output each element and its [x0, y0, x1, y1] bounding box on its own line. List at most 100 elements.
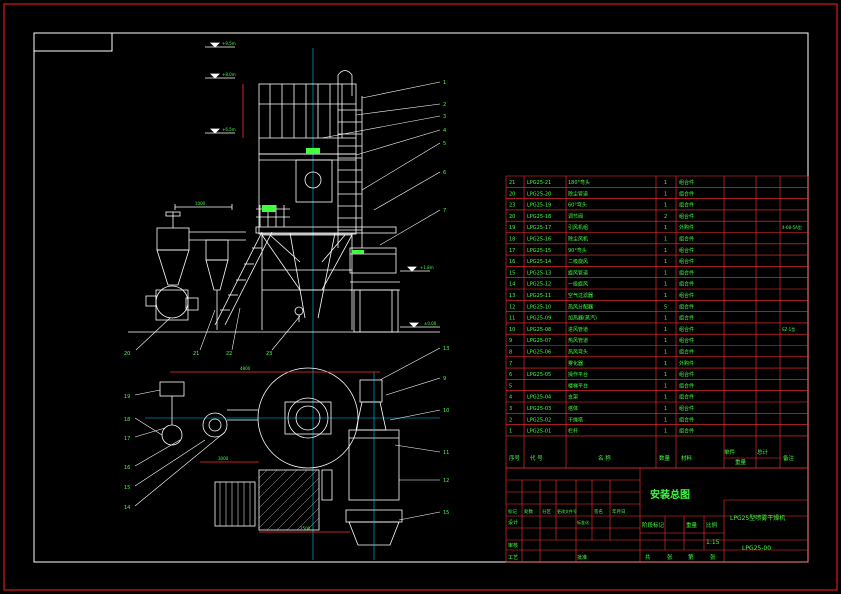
bom-cell-name: 60°弯头 — [568, 202, 587, 209]
bom-cell-name: 除尘风机 — [568, 236, 588, 243]
air-filter-stand — [353, 289, 399, 333]
bom-cell-name: 操作平台 — [568, 371, 588, 378]
bom-header: 序号 代 号 名 称 数量 材料 单件 总计 重量 备注 — [509, 448, 795, 466]
callout-19: 19 — [124, 394, 130, 400]
bom-cell-qty: 1 — [664, 429, 667, 435]
sheet-label: 张 — [667, 553, 673, 561]
bom-cell-no: 7 — [509, 361, 512, 367]
bom-cell-code: LPG25-17 — [527, 225, 551, 231]
bom-cell-qty: 1 — [664, 372, 667, 378]
callout-22: 22 — [226, 351, 232, 357]
title-block-lines — [505, 467, 809, 563]
bom-cell-material: 组合件 — [679, 349, 694, 356]
bom-cell-material: 外购件 — [679, 360, 694, 367]
bom-cell-name: 热风弯头 — [568, 349, 588, 356]
bom-cell-name: 180°弯头 — [568, 179, 590, 186]
bom-cell-code: LPG25-21 — [527, 180, 551, 186]
bom-cell-code: LPG25-08 — [527, 327, 551, 333]
heater-box — [349, 247, 397, 274]
bom-cell-material: 组合件 — [679, 292, 694, 299]
bom-cell-no: 17 — [509, 248, 515, 254]
plan-tower-outline — [257, 367, 359, 469]
callout-5: 5 — [443, 141, 446, 147]
callout-1: 1 — [443, 80, 446, 86]
bom-cell-qty: 1 — [664, 293, 667, 299]
foundation-hatch-pattern — [258, 469, 320, 531]
elevation-label-top: +9.5m — [222, 41, 236, 46]
sign-process: 工艺 — [508, 555, 518, 561]
bom-header-code: 代 号 — [530, 454, 543, 462]
bom-cell-no: 1 — [509, 429, 512, 435]
bom-cell-qty: 1 — [664, 350, 667, 356]
callout-15r: 15 — [443, 510, 449, 516]
bom-cell-qty: 1 — [664, 259, 667, 265]
title-block: 安装总图 LPG25型喷雾干燥机 LPG25-00 阶段标记 重量 比例 1:1… — [505, 467, 809, 563]
bom-cell-qty: 1 — [664, 237, 667, 243]
callout-15: 15 — [124, 485, 130, 491]
bom-cell-no: 9 — [509, 338, 512, 344]
bom-cell-material: 组合件 — [679, 281, 694, 288]
bom-cell-name: 热风分配器 — [568, 303, 593, 310]
bom-cell-material: 组合件 — [679, 269, 694, 276]
bom-cell-code: LPG25-13 — [527, 270, 551, 276]
callout-numbers-right: 1 2 3 4 5 6 7 13 9 10 11 12 15 — [443, 80, 449, 516]
callout-6: 6 — [443, 170, 446, 176]
bom-cell-material: 组合件 — [679, 394, 694, 401]
foundation-left — [214, 481, 256, 527]
dim-label-plan-bottom: 2500 — [300, 526, 311, 531]
bom-cell-material: 组合件 — [679, 337, 694, 344]
bom-cell-code: LPG25-12 — [527, 282, 551, 288]
callout-20: 20 — [124, 351, 130, 357]
bom-cell-qty: 1 — [664, 406, 667, 412]
drawing-title: 安装总图 — [650, 488, 690, 501]
bom-cell-material: 组合件 — [679, 326, 694, 333]
callout-23: 23 — [266, 351, 272, 357]
bom-cell-remark: 4-68-5A型 — [782, 224, 802, 230]
bom-header-no: 序号 — [509, 454, 521, 462]
bom-cell-qty: 1 — [664, 180, 667, 186]
bom-cell-name: 雾化器 — [568, 360, 583, 367]
callout-numbers-left: 20 21 22 23 19 18 17 16 15 14 — [124, 351, 272, 511]
drying-chamber-cone — [261, 234, 353, 291]
bom-header-material: 材料 — [681, 454, 693, 462]
bom-cell-material: 组合件 — [679, 236, 694, 243]
bom-cell-no: 23 — [509, 203, 515, 209]
rev-col-count: 处数 — [524, 508, 533, 515]
bom-cell-no: 4 — [509, 395, 512, 401]
dim-label-top: 1000 — [195, 201, 206, 206]
filter-bags — [259, 84, 356, 139]
rev-col-date: 年月日 — [612, 508, 626, 515]
elevation-label-ground: ±0.00 — [424, 321, 437, 326]
bom-cell-qty: 1 — [664, 361, 667, 367]
bottom-outlet — [294, 306, 304, 316]
bom-cell-code: LPG25-14 — [527, 259, 551, 265]
bom-cell-name: 引风机组 — [568, 224, 588, 231]
second-cyclone — [205, 239, 229, 330]
bom-cell-name: 栏杆 — [568, 428, 578, 435]
bom-cell-code: LPG25-07 — [527, 338, 551, 344]
title-block-text: 安装总图 LPG25型喷雾干燥机 LPG25-00 阶段标记 重量 比例 1:1… — [508, 488, 785, 561]
sheet-label-2: 张 — [710, 553, 716, 561]
sign-standard: 标准化 — [577, 519, 589, 525]
bom-cell-code: LPG25-06 — [527, 350, 551, 356]
bom-cell-qty: 1 — [664, 417, 667, 423]
bom-cell-material: 组合件 — [679, 303, 694, 310]
bom-cell-name: 塔体 — [568, 405, 578, 412]
tower-top-housing — [258, 83, 357, 155]
sheet-of: 第 — [688, 553, 694, 561]
foundation-hatched — [258, 469, 320, 531]
bom-cell-name: 二级旋风 — [568, 258, 588, 265]
bom-cell-no: 12 — [509, 304, 515, 310]
bom-cell-code: LPG25-02 — [527, 417, 551, 423]
bom-cell-code: LPG25-19 — [527, 203, 551, 209]
bom-cell-material: 组合件 — [679, 213, 694, 220]
bom-cell-code: LPG25-15 — [527, 248, 551, 254]
drawing-name: LPG25型喷雾干燥机 — [730, 514, 785, 522]
bom-cell-no: 16 — [509, 259, 515, 265]
bom-cell-code: LPG25-01 — [527, 429, 551, 435]
bom-cell-material: 组合件 — [679, 416, 694, 423]
inspection-hatch — [295, 159, 333, 203]
bom-cell-name: 一级旋风 — [568, 281, 588, 288]
